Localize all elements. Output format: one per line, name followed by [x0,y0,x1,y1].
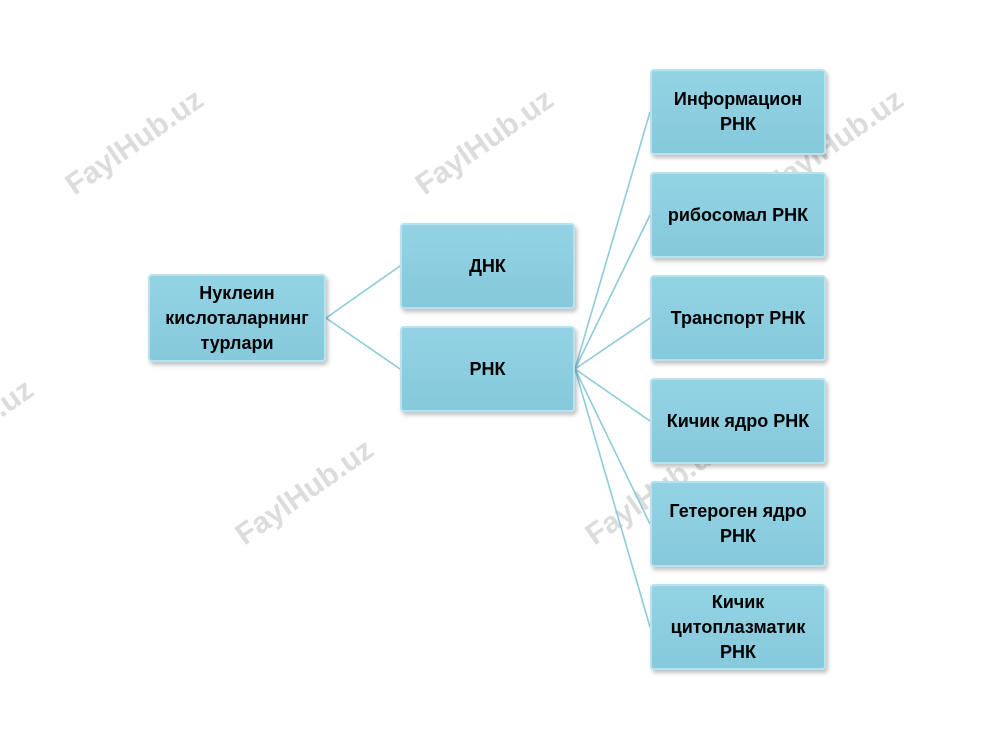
rna-type-label: Гетероген ядро РНК [669,501,807,546]
rna-type-label: Кичик цитоплазматик РНК [670,591,806,662]
rna-type-kichik-yadro: Кичик ядро РНК [650,378,826,464]
root-node: Нуклеин кислоталарнинг турлари [148,274,326,362]
rna-type-informatsion: Информацион РНК [650,69,826,155]
dna-node-label: ДНК [469,255,506,276]
rna-type-label: Кичик ядро РНК [666,410,810,431]
rna-type-label: Информацион РНК [673,89,803,134]
rna-node-label: РНК [469,358,506,379]
root-node-label: Нуклеин кислоталарнинг турлари [165,282,309,353]
connector-rna-ribosomal [574,214,651,370]
connector-rna-kichik-yadro [574,368,651,422]
connector-rna-geterogen [574,368,651,525]
connector-root-dna [325,265,401,319]
rna-node: РНК [400,326,575,412]
connector-root-rna [325,317,401,370]
rna-type-kichik-sitoplazmatik: Кичик цитоплазматик РНК [650,584,826,670]
rna-type-ribosomal: рибосомал РНК [650,172,826,258]
rna-type-transport: Транспорт РНК [650,275,826,361]
rna-type-label: Транспорт РНК [670,307,806,328]
rna-type-geterogen-yadro: Гетероген ядро РНК [650,481,826,567]
connector-rna-transport [574,317,651,370]
dna-node: ДНК [400,223,575,309]
rna-type-label: рибосомал РНК [667,204,809,225]
connector-rna-informatsion [574,111,651,370]
connector-rna-sitoplazmatik [574,368,651,628]
